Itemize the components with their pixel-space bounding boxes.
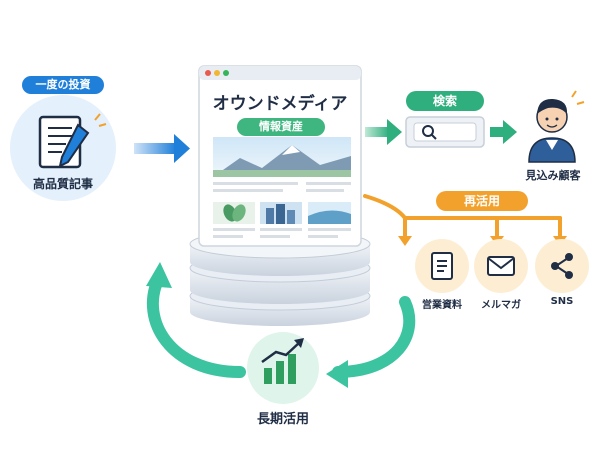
arrow-search-to-prospect (490, 120, 517, 144)
document-icon (431, 252, 453, 280)
owned-media-browser (198, 65, 362, 247)
reuse-arrowhead-1 (398, 236, 412, 246)
quality-article-label: 高品質記事 (32, 177, 93, 191)
arrow-media-to-search (365, 119, 402, 145)
person-icon (528, 90, 585, 163)
cycle-ring (146, 262, 416, 388)
info-asset-badge: 情報資産 (237, 118, 325, 136)
quality-article-node (10, 95, 116, 201)
thumbnail-landscape (308, 202, 351, 224)
storage-stack (189, 229, 371, 326)
share-icon (551, 253, 573, 279)
document-pen-icon (38, 113, 107, 169)
newsletter-label: メルマガ (481, 300, 521, 311)
sales-material-label: 営業資料 (422, 300, 462, 311)
investment-badge: 一度の投資 (22, 76, 104, 94)
arrow-article-to-media (134, 134, 190, 163)
magnifier-icon (422, 125, 437, 140)
sns-circle (535, 239, 589, 293)
reuse-badge: 再活用 (436, 191, 528, 211)
search-box (405, 116, 485, 148)
search-badge: 検索 (406, 91, 484, 111)
window-dot-red (205, 70, 211, 76)
media-title: オウンドメディア (212, 94, 348, 114)
window-dot-green (223, 70, 229, 76)
long-term-label: 長期活用 (256, 412, 309, 427)
growth-chart-icon (261, 338, 304, 384)
sns-label: SNS (550, 296, 574, 307)
window-dot-yellow (214, 70, 220, 76)
hero-mountain-image (213, 137, 351, 177)
thumbnail-leaf (213, 202, 255, 224)
reuse-branches (363, 194, 562, 240)
thumbnail-buildings (260, 202, 302, 224)
mail-icon (487, 256, 515, 276)
prospect-label: 見込み顧客 (525, 169, 581, 182)
